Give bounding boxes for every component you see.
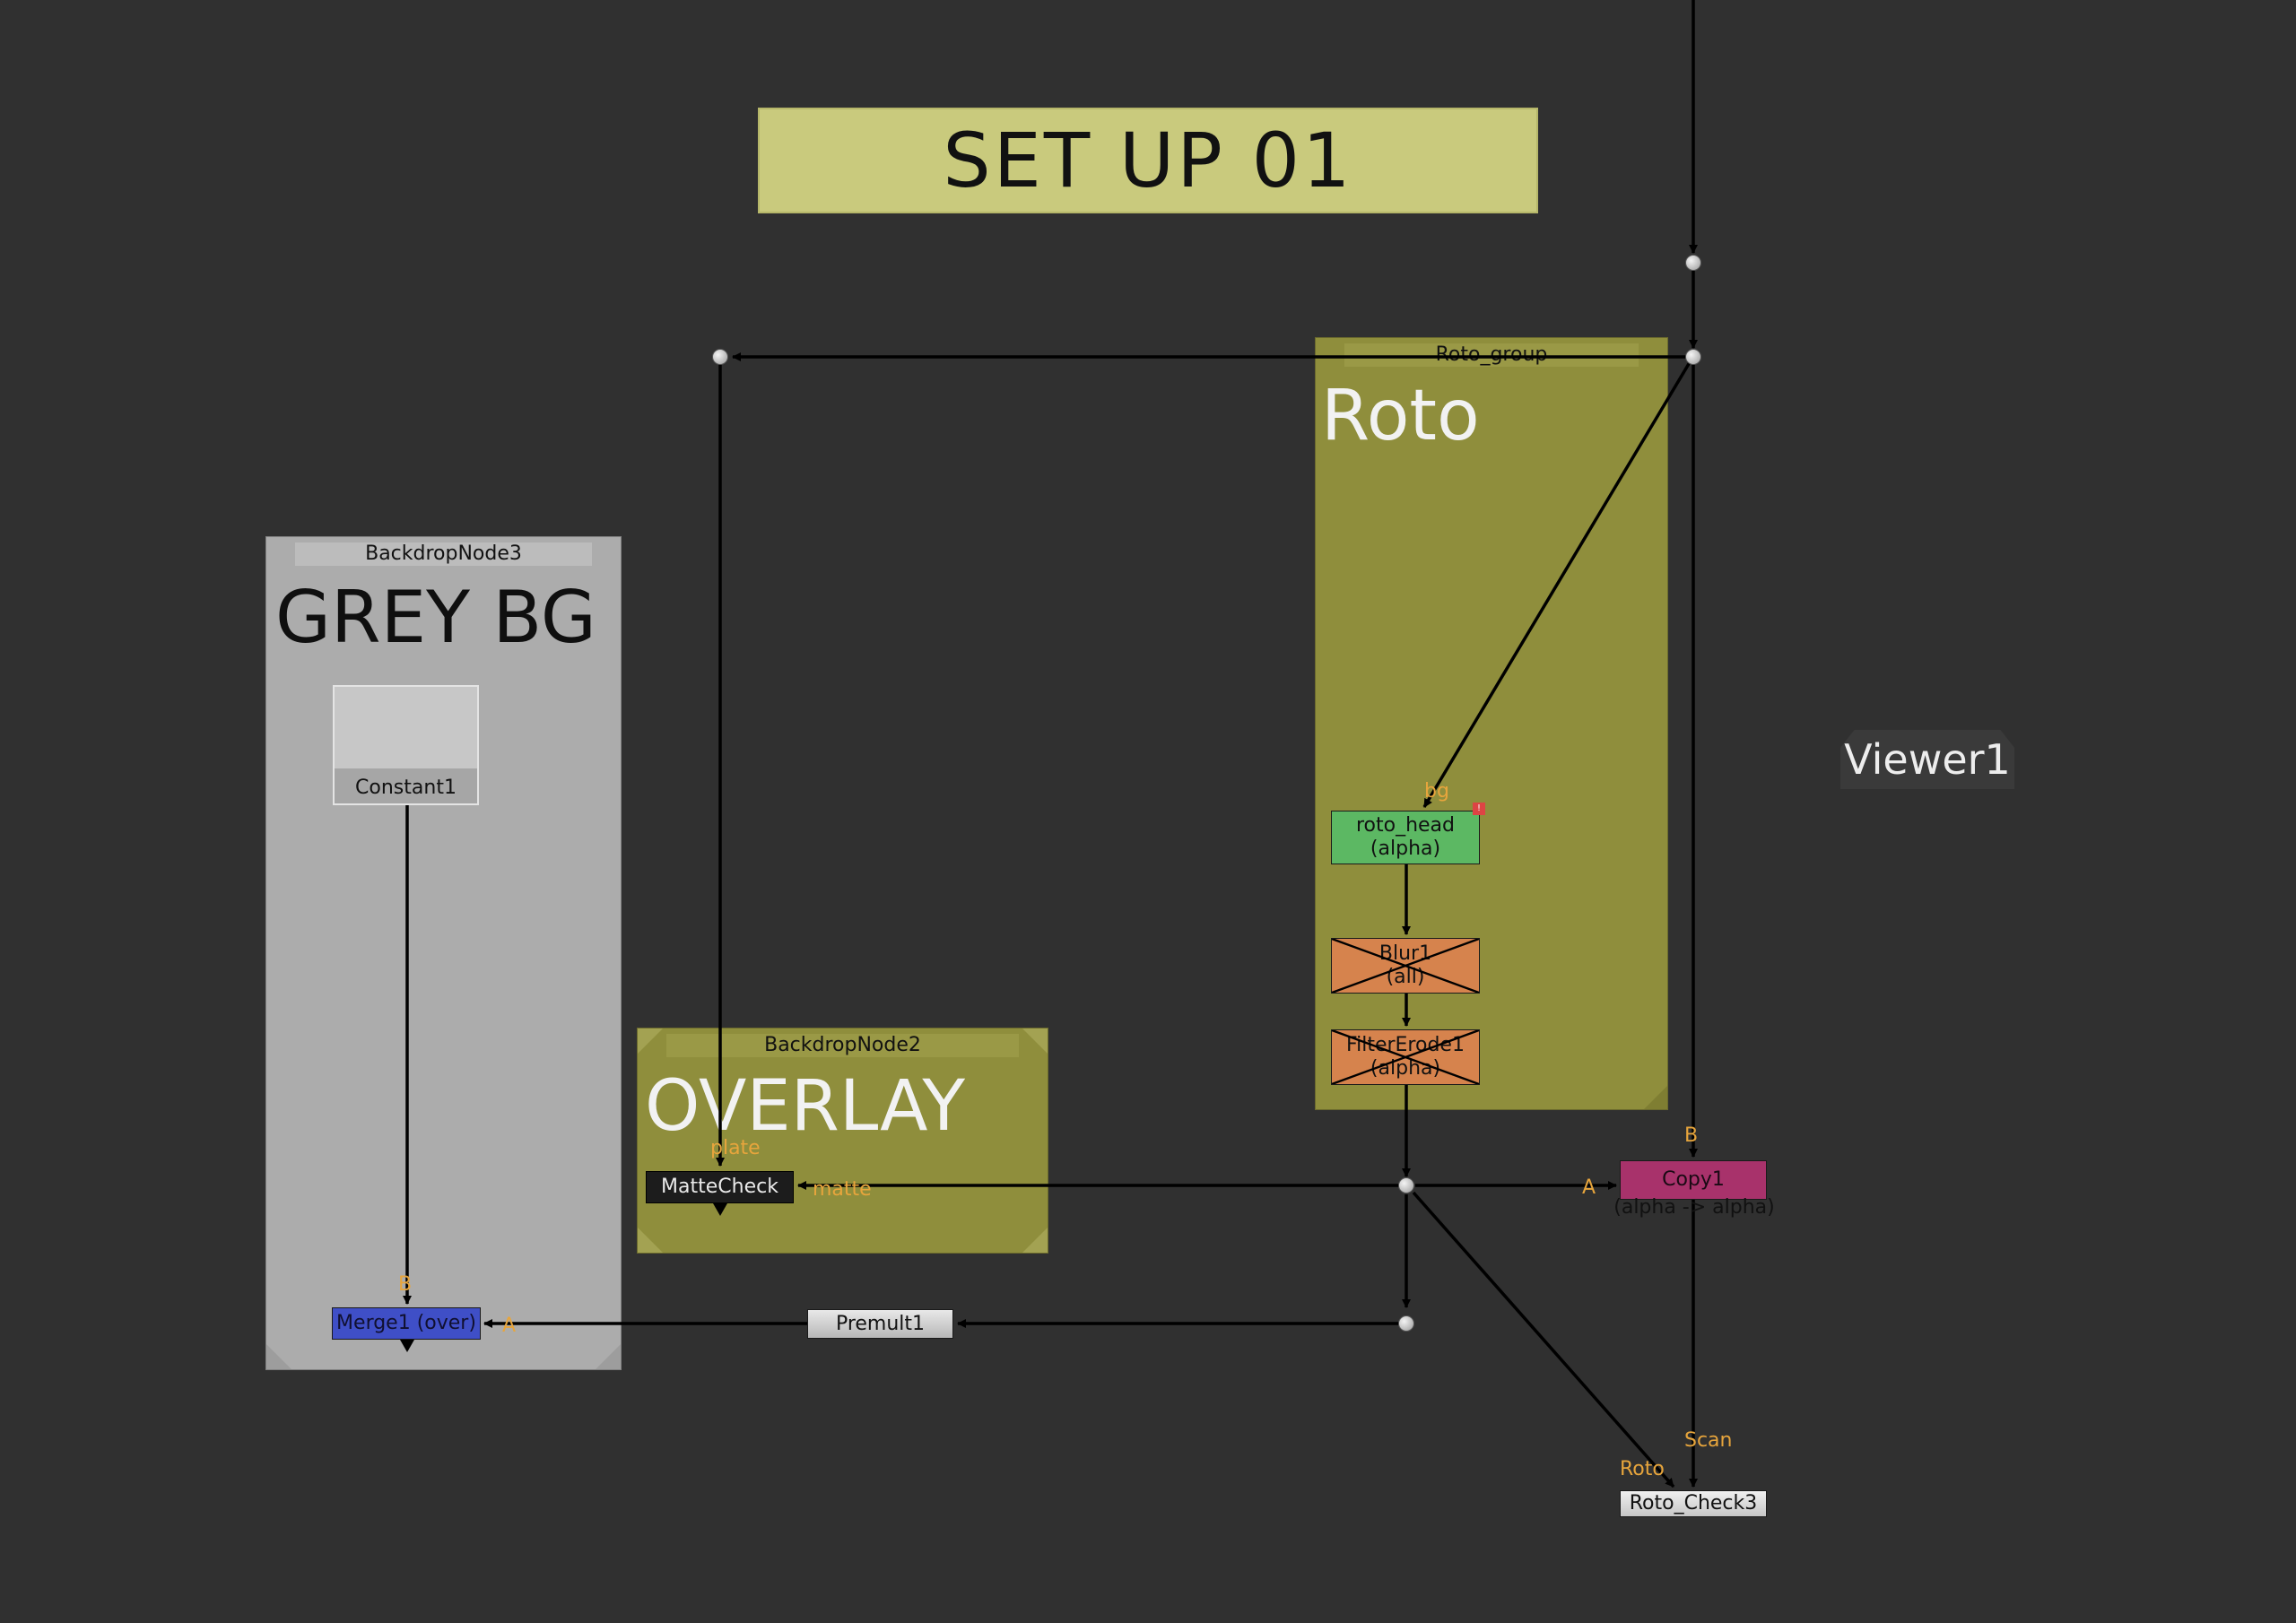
backdrop-grey-bg[interactable]: BackdropNode3 GREY BG [265,536,622,1370]
node-blur-disabled[interactable]: Blur1 (all) [1331,938,1480,994]
node-label: Blur1 [1378,942,1432,965]
node-viewer[interactable]: Viewer1 [1840,730,2014,789]
dot-node[interactable] [1685,255,1701,271]
output-arrow [713,1203,727,1216]
input-label-plate: plate [710,1137,761,1159]
node-label: Roto_Check3 [1629,1492,1758,1515]
node-premult[interactable]: Premult1 [807,1309,953,1339]
backdrop-label: GREY BG [275,576,596,659]
node-roto-check[interactable]: Roto_Check3 [1620,1490,1767,1517]
backdrop-title: BackdropNode3 [295,542,592,566]
wire-rotocheck-roto [1412,1191,1675,1488]
backdrop-overlay[interactable]: BackdropNode2 OVERLAY [637,1028,1048,1254]
node-label: MatteCheck [661,1176,778,1198]
warning-icon: ! [1473,803,1485,815]
node-label: Viewer1 [1844,735,2011,784]
resize-handle[interactable] [1644,1086,1667,1109]
node-sublabel: (alpha) [1370,1057,1441,1080]
output-arrow [400,1340,414,1352]
input-label-b: B [398,1273,413,1296]
sticky-note[interactable]: SET UP 01 [758,108,1538,213]
node-copy[interactable]: Copy1 [1620,1160,1767,1200]
backdrop-title: BackdropNode2 [666,1034,1019,1057]
input-label-roto: Roto [1620,1458,1665,1480]
node-label: Copy1 [1662,1168,1725,1191]
input-label-bg: bg [1424,780,1449,803]
input-label-a: A [502,1315,517,1337]
input-label-matte: matte [813,1178,872,1201]
node-sublabel: (all) [1386,966,1425,988]
node-label: Merge1 (over) [336,1312,476,1334]
resize-handle[interactable] [638,1228,663,1253]
backdrop-label: Roto [1321,376,1480,456]
resize-handle[interactable] [638,1028,663,1054]
wire-roto-bg [1422,361,1692,808]
input-label-scan: Scan [1684,1429,1733,1452]
resize-handle[interactable] [1022,1228,1048,1253]
node-constant[interactable]: Constant1 [333,685,479,805]
resize-handle[interactable] [266,1344,291,1369]
resize-handle[interactable] [596,1344,621,1369]
backdrop-label: OVERLAY [645,1066,966,1147]
node-merge[interactable]: Merge1 (over) [332,1307,481,1340]
node-label: Premult1 [835,1312,926,1335]
node-copy-sublabel: (alpha -> alpha) [1613,1196,1775,1219]
node-label: FilterErode1 [1346,1034,1465,1056]
resize-handle[interactable] [1022,1028,1048,1054]
dot-node[interactable] [1398,1177,1414,1193]
backdrop-title: Roto_group [1344,343,1639,367]
node-roto-head[interactable]: roto_head (alpha) [1331,811,1480,864]
dot-node[interactable] [1685,349,1701,365]
node-label: roto_head [1355,814,1456,837]
input-label-b: B [1684,1124,1699,1147]
node-label: Constant1 [355,777,457,799]
dot-node[interactable] [1398,1315,1414,1332]
node-filter-erode-disabled[interactable]: FilterErode1 (alpha) [1331,1029,1480,1085]
node-sublabel: (alpha) [1370,838,1441,860]
input-label-a: A [1582,1176,1596,1199]
dot-node[interactable] [712,349,728,365]
sticky-note-label: SET UP 01 [943,117,1353,204]
node-mattecheck[interactable]: MatteCheck [646,1171,794,1203]
